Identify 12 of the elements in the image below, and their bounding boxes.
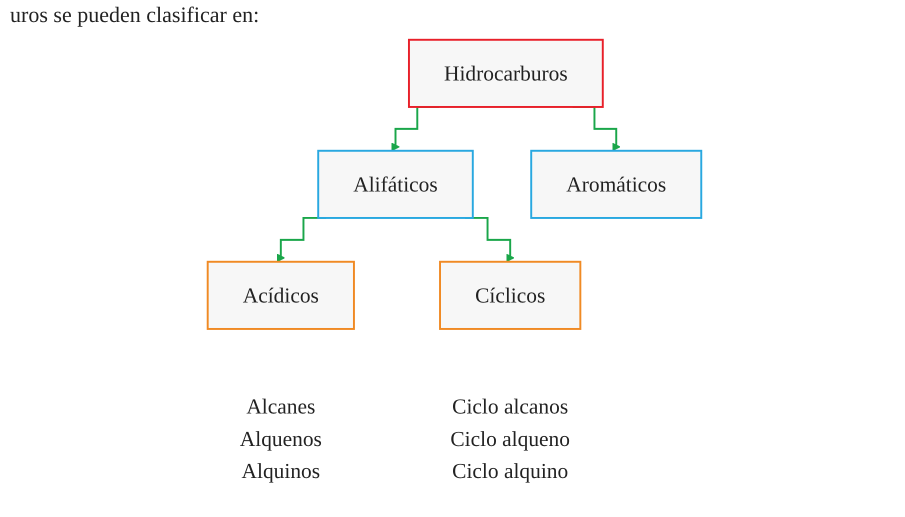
node-label: Alquinos [241, 458, 320, 483]
node-label: Alquenos [239, 426, 322, 451]
node-label: Ciclo alqueno [450, 426, 570, 451]
node-label: Ciclo alquino [452, 458, 568, 483]
node-box: Hidrocarburos [407, 38, 604, 108]
node-box: Aromáticos [530, 150, 702, 219]
node-label: Alcanes [246, 394, 315, 419]
node-label: Ciclo alcanos [452, 394, 568, 419]
node-box: Acídicos [206, 260, 354, 330]
node-box: Alifáticos [316, 150, 474, 219]
intro-text: uros se pueden clasificar en: [10, 2, 260, 27]
node-box: Cíclicos [438, 260, 581, 330]
